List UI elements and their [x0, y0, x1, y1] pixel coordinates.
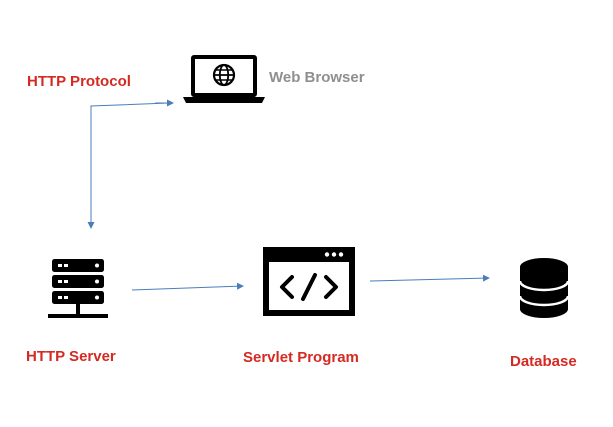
arrow-server-to-servlet [131, 282, 244, 291]
http-server-label: HTTP Server [26, 348, 116, 365]
server-rack-icon [48, 259, 108, 318]
servlet-program-label: Servlet Program [243, 349, 359, 366]
database-label: Database [510, 353, 577, 370]
web-browser-label: Web Browser [269, 69, 365, 86]
arrow-servlet-to-database [369, 274, 490, 282]
arrow-browser-to-server [87, 102, 170, 229]
code-window-icon [263, 247, 355, 316]
database-icon [518, 258, 570, 318]
http-protocol-label: HTTP Protocol [27, 73, 131, 90]
laptop-globe-icon [183, 55, 265, 103]
